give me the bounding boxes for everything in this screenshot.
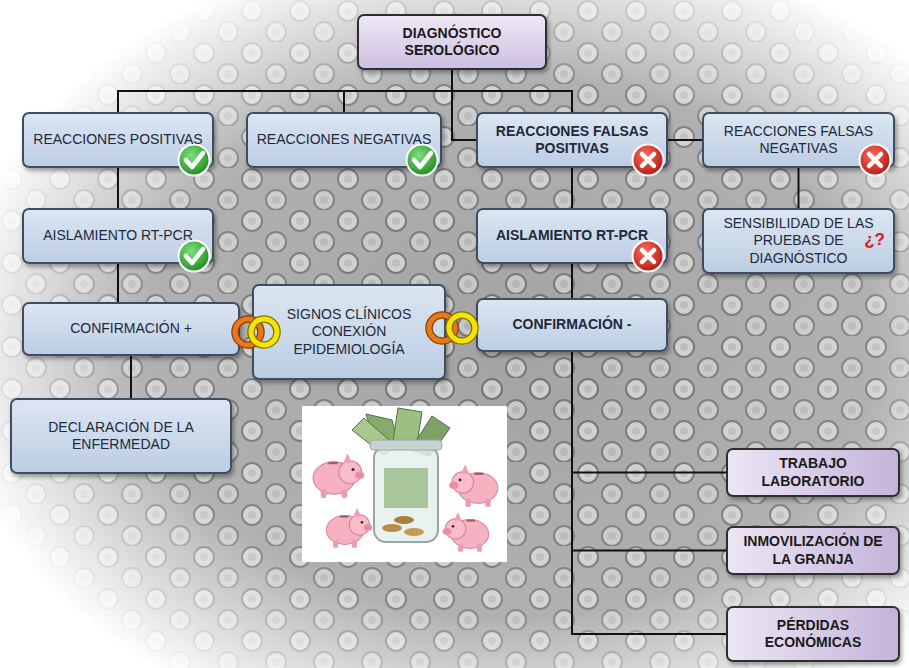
node-text: DECLARACIÓN DE LA ENFERMEDAD (20, 419, 222, 453)
node-text: TRABAJO LABORATORIO (736, 455, 890, 489)
connector-line (798, 168, 800, 208)
criteria-box: SIGNOS CLÍNICOS CONEXIÓN EPIDEMIOLOGÍA (252, 284, 446, 380)
node-text: SIGNOS CLÍNICOS CONEXIÓN EPIDEMIOLOGÍA (262, 306, 436, 357)
node-text: AISLAMIENTO RT-PCR (496, 227, 648, 244)
node-text: SENSIBILIDAD DE LAS PRUEBAS DE DIAGNÓSTI… (712, 215, 885, 266)
node-text: CONFIRMACIÓN - (513, 316, 632, 333)
node-text: REACCIONES POSITIVAS (33, 131, 202, 148)
consequence-box: TRABAJO LABORATORIO (726, 448, 900, 497)
link-rings (478, 300, 479, 301)
cross-icon (857, 142, 893, 178)
question-mark: ¿? (864, 230, 885, 250)
connector-line (572, 352, 726, 473)
node-text: AISLAMIENTO RT-PCR (43, 227, 193, 244)
outcome-box: DECLARACIÓN DE LA ENFERMEDAD (10, 398, 232, 474)
test-box: SENSIBILIDAD DE LAS PRUEBAS DE DIAGNÓSTI… (702, 208, 895, 274)
consequence-box: INMOVILIZACIÓN DE LA GRANJA (726, 526, 900, 575)
node-text: REACCIONES FALSAS POSITIVAS (486, 123, 658, 157)
confirmation-box: CONFIRMACIÓN + (22, 302, 240, 356)
node-text: CONFIRMACIÓN + (70, 320, 192, 337)
piggy-bank-picture (302, 406, 507, 562)
link-rings (254, 286, 255, 287)
test-box: AISLAMIENTO RT-PCR (476, 208, 668, 264)
node-text: PÉRDIDAS ECONÓMICAS (736, 617, 890, 651)
confirmation-box: CONFIRMACIÓN - (476, 298, 668, 352)
cross-icon (630, 142, 666, 178)
connector-line (118, 70, 452, 112)
node-text: DIAGNÓSTICO SEROLÓGICO (367, 25, 537, 59)
connector-line (130, 356, 132, 398)
connector-line (571, 168, 573, 208)
connector-line (344, 70, 452, 112)
test-box: AISLAMIENTO RT-PCR (22, 208, 214, 264)
connector-line (571, 264, 573, 298)
connector-line (572, 352, 726, 634)
title-box: DIAGNÓSTICO SEROLÓGICO (357, 14, 547, 70)
result-box: REACCIONES FALSAS POSITIVAS (476, 112, 668, 168)
node-text: INMOVILIZACIÓN DE LA GRANJA (736, 533, 890, 567)
connector-line (572, 352, 726, 551)
node-text: REACCIONES FALSAS NEGATIVAS (712, 123, 885, 157)
connector-line (117, 264, 119, 302)
consequence-box: PÉRDIDAS ECONÓMICAS (726, 606, 900, 662)
connector-line (452, 70, 572, 112)
connector-line (117, 168, 119, 208)
result-box: REACCIONES FALSAS NEGATIVAS (702, 112, 895, 168)
result-box: REACCIONES POSITIVAS (22, 112, 214, 168)
result-box: REACCIONES NEGATIVAS (246, 112, 442, 168)
node-text: REACCIONES NEGATIVAS (257, 131, 432, 148)
